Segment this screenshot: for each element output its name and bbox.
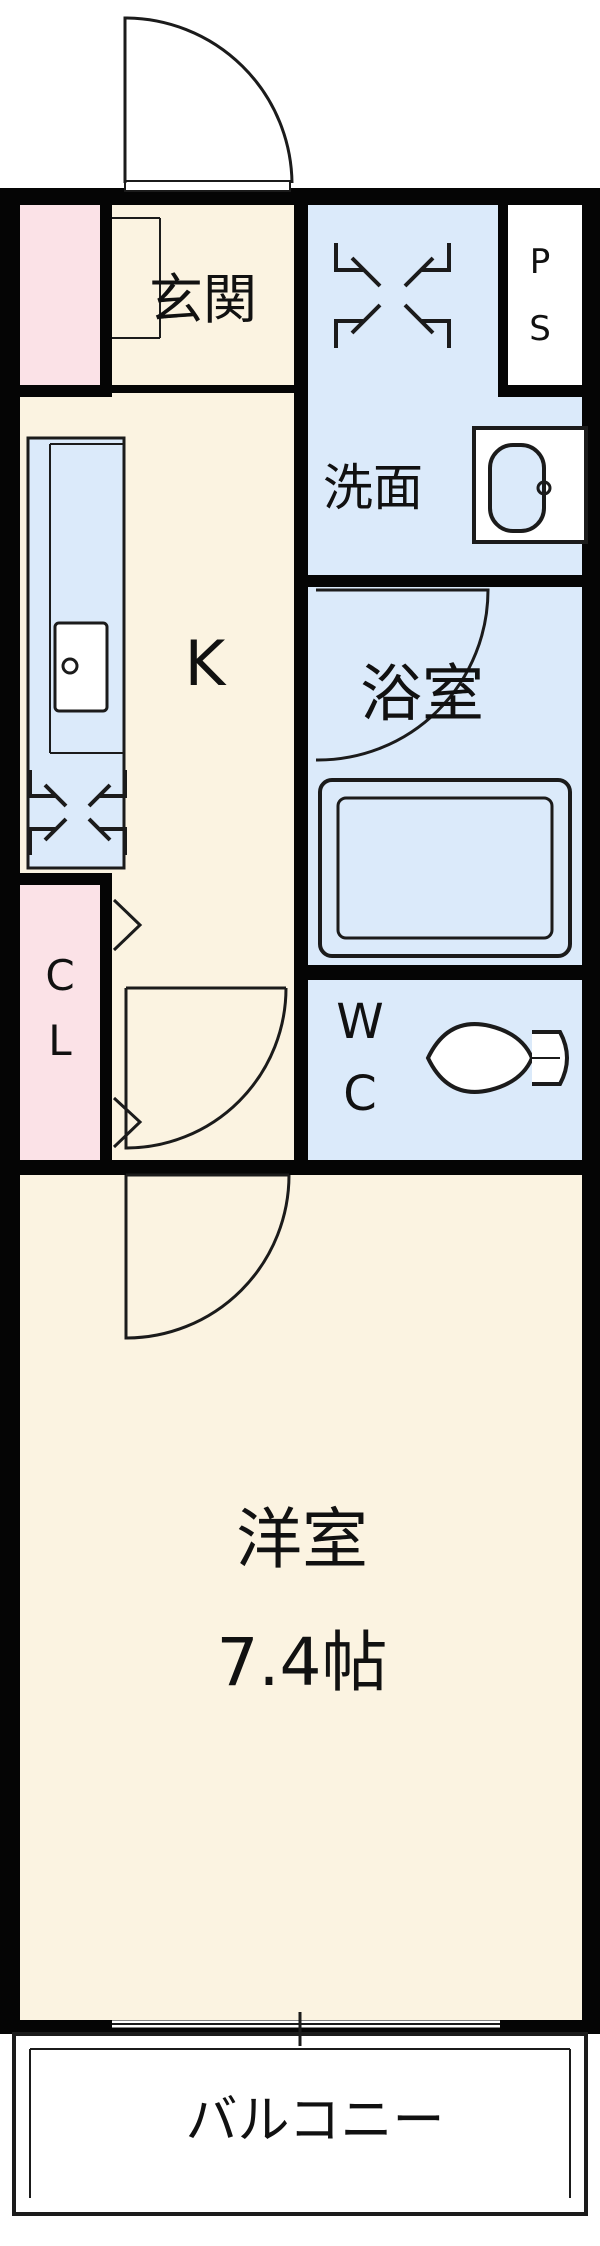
wash-basin-drain-icon — [536, 480, 552, 496]
sink-drain-icon — [61, 657, 79, 675]
pipe-space-label-bottom: S — [529, 309, 551, 349]
outer-wall-left — [0, 188, 20, 2033]
closet-top-fill — [20, 205, 100, 385]
western-room-label: 洋室 — [236, 1501, 368, 1578]
wall-closet-top-bottom — [20, 385, 112, 397]
wall-washroom-bottom — [308, 575, 582, 587]
closet-door-marker-bottom — [112, 1096, 143, 1149]
hall-door-swing-icon — [124, 987, 288, 1150]
pipe-space-fill — [498, 205, 582, 385]
wall-closet-top-right — [100, 205, 112, 393]
pipe-space-label-top: P — [530, 242, 551, 282]
western-room-door-swing-icon — [124, 1174, 291, 1340]
wall-closet-bottom-top — [20, 873, 112, 885]
western-room-size-label: 7.4帖 — [217, 1624, 388, 1701]
entrance-door-threshold — [124, 180, 291, 192]
balcony-label: バルコニー — [186, 2091, 445, 2151]
toilet-label-top: W — [336, 994, 383, 1050]
entrance-label: 玄関 — [149, 268, 257, 331]
wall-kitchen-right — [294, 205, 308, 1165]
closet-door-marker-top — [112, 898, 143, 952]
closet-label-top: C — [45, 951, 74, 1000]
balcony-outline — [12, 2032, 588, 2216]
sink-icon — [53, 621, 109, 713]
washer-area-fill — [308, 205, 498, 385]
wall-room-divider — [20, 1160, 582, 1175]
bathroom-door-swing-icon — [315, 588, 490, 762]
wall-entrance-bottom — [112, 385, 294, 393]
wash-basin-icon — [488, 443, 546, 533]
washroom-label: 洗面 — [323, 459, 423, 517]
refrigerator-placeholder-icon — [28, 770, 127, 855]
outer-wall-right — [582, 188, 600, 2033]
outer-wall-top — [0, 188, 600, 205]
closet-fill — [20, 885, 100, 1165]
entrance-door-icon — [123, 16, 294, 184]
bathroom-label: 浴室 — [360, 657, 484, 730]
toilet-label-bottom: C — [343, 1066, 377, 1122]
kitchen-label: K — [185, 627, 227, 700]
wall-pipe-space-left — [498, 205, 508, 385]
entrance-fill — [112, 205, 294, 385]
bathtub-icon — [318, 778, 572, 958]
wall-bathroom-bottom — [308, 965, 582, 980]
bathtub-inner-icon — [336, 796, 554, 940]
closet-label-bottom: L — [48, 1016, 72, 1065]
western-room-fill — [20, 1175, 582, 2033]
hall-fill — [100, 885, 294, 1165]
wall-closet-right — [100, 885, 112, 1165]
wall-pipe-space-bottom — [498, 385, 582, 397]
washer-placeholder-icon — [334, 243, 451, 348]
